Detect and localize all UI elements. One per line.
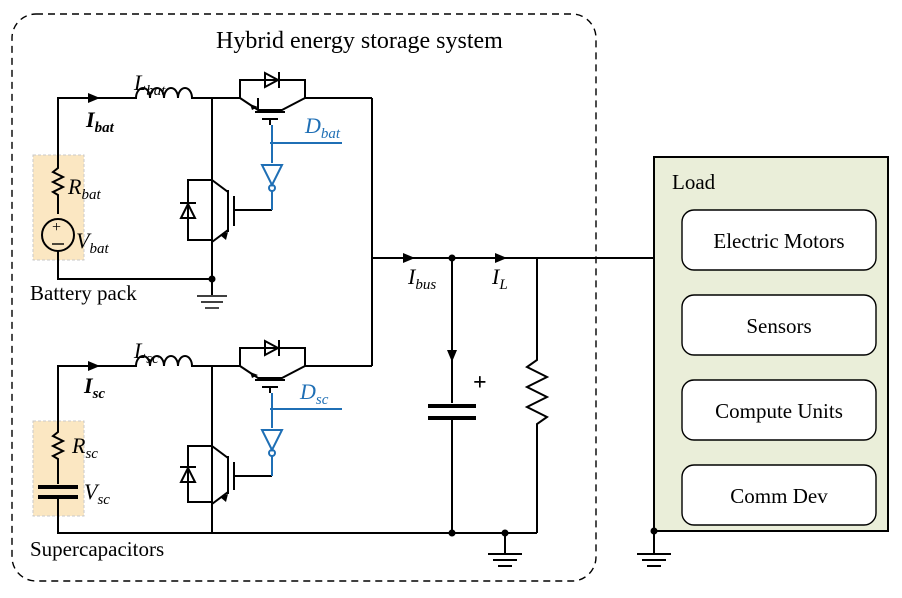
battery-current-arrow [88, 93, 100, 103]
load-item-electric-motors: Electric Motors [713, 229, 844, 253]
supercap-upper-diode [264, 339, 281, 357]
supercap-current-arrow [88, 361, 100, 371]
supercap-lower-diode [179, 465, 197, 483]
svg-text:+: + [52, 219, 61, 236]
label-v-sc: Vsc [84, 479, 110, 508]
bus-resistor [524, 258, 550, 533]
load-item-sensors: Sensors [746, 314, 811, 338]
label-d-bat: Dbat [304, 113, 341, 142]
label-l-sc: Lsc [133, 338, 159, 367]
load-item-box-2 [681, 379, 877, 441]
label-v-bat: Vbat [76, 228, 109, 257]
label-i-bus: Ibus [407, 264, 436, 293]
hess-boundary [11, 13, 597, 582]
label-r-sc: Rsc [71, 433, 98, 462]
supercap-label: Supercapacitors [30, 537, 164, 561]
label-l-bat: Lbat [133, 70, 166, 99]
bus-current-arrow [403, 253, 415, 263]
load-item-box-0 [681, 209, 877, 271]
battery-branch: + [41, 71, 373, 309]
battery-lower-diode [179, 201, 197, 219]
load-item-compute-units: Compute Units [715, 399, 843, 423]
supercap-inductor [128, 355, 212, 367]
svg-text:+: + [473, 370, 487, 396]
load-item-box-3 [681, 464, 877, 526]
dc-bus: + [372, 253, 654, 567]
label-r-bat: Rbat [67, 174, 101, 203]
load-panel: Load Electric Motors Sensors Compute Uni… [637, 156, 889, 567]
label-i-load: IL [491, 264, 508, 293]
label-d-sc: Dsc [299, 379, 329, 408]
load-current-arrow [495, 253, 507, 263]
battery-upper-diode [264, 71, 281, 89]
load-item-box-1 [681, 294, 877, 356]
battery-pack-label: Battery pack [30, 281, 137, 305]
label-i-sc: Isc [83, 373, 105, 402]
supercap-branch [38, 258, 537, 534]
battery-inductor [128, 87, 212, 99]
label-i-bat: Ibat [85, 107, 115, 136]
supercap-resistor [50, 421, 66, 484]
supercap-blue-diode [260, 429, 284, 453]
hess-title: Hybrid energy storage system [216, 28, 503, 54]
battery-resistor [50, 155, 66, 214]
load-item-comm-dev: Comm Dev [730, 484, 828, 508]
load-title: Load [672, 170, 716, 194]
battery-blue-diode [260, 164, 284, 188]
